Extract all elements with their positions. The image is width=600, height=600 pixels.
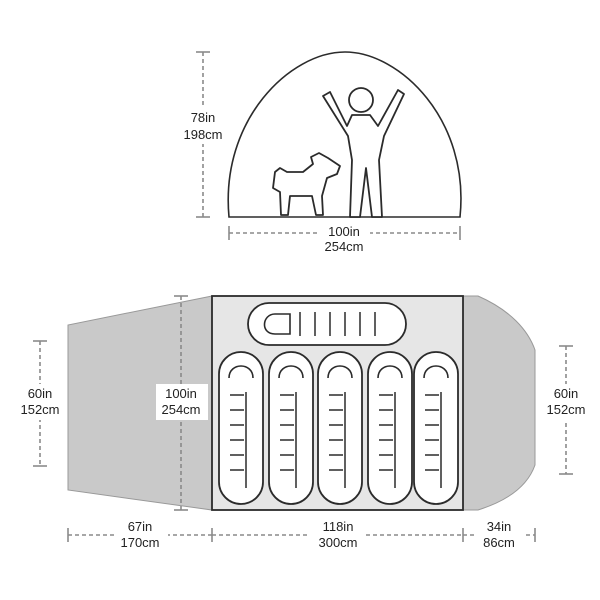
left-vestibule-height-in-label: 60in [28,386,53,401]
sleeping-bag-icon [317,351,363,505]
side-view: 78in 198cm 100in 254cm [183,51,462,254]
right-vestibule-depth-cm-label: 86cm [483,535,515,550]
floor-length-in-label: 118in [323,519,354,534]
floor-length-cm-label: 300cm [318,535,357,550]
left-vestibule-depth-cm-label: 170cm [120,535,159,550]
left-vestibule-height-cm-label: 152cm [20,402,59,417]
right-vestibule-height-in-label: 60in [554,386,579,401]
right-vestibule-depth-in-label: 34in [487,519,512,534]
right-vestibule [462,295,536,511]
sleeping-bag-icon [268,351,314,505]
width-dimension: 100in 254cm [228,223,461,254]
tent-dome-outline [227,51,462,218]
sleeping-bag-icon [218,351,264,505]
floor-depth-dimension: 100in 254cm [156,295,208,511]
height-dimension: 78in 198cm [183,51,225,218]
width-in-label: 100in [328,224,360,239]
person-icon [322,87,405,218]
floor-depth-cm-label: 254cm [161,402,200,417]
left-vestibule-height-dimension: 60in 152cm [14,340,66,467]
sleeping-bag-icon [413,351,459,505]
height-cm-label: 198cm [183,127,222,142]
sleeping-bag-icon [367,351,413,505]
dog-icon [272,152,341,216]
bottom-dimension-row: 67in 170cm 118in 300cm 34in 86cm [67,518,536,552]
right-vestibule-height-cm-label: 152cm [546,402,585,417]
floor-depth-in-label: 100in [165,386,197,401]
right-vestibule-height-dimension: 60in 152cm [540,345,594,475]
width-cm-label: 254cm [324,239,363,254]
sleeping-bag-icon [247,302,407,346]
height-in-label: 78in [191,110,216,125]
floor-plan: 60in 152cm 100in 254cm 60in 152cm [14,295,594,552]
left-vestibule-depth-in-label: 67in [128,519,153,534]
